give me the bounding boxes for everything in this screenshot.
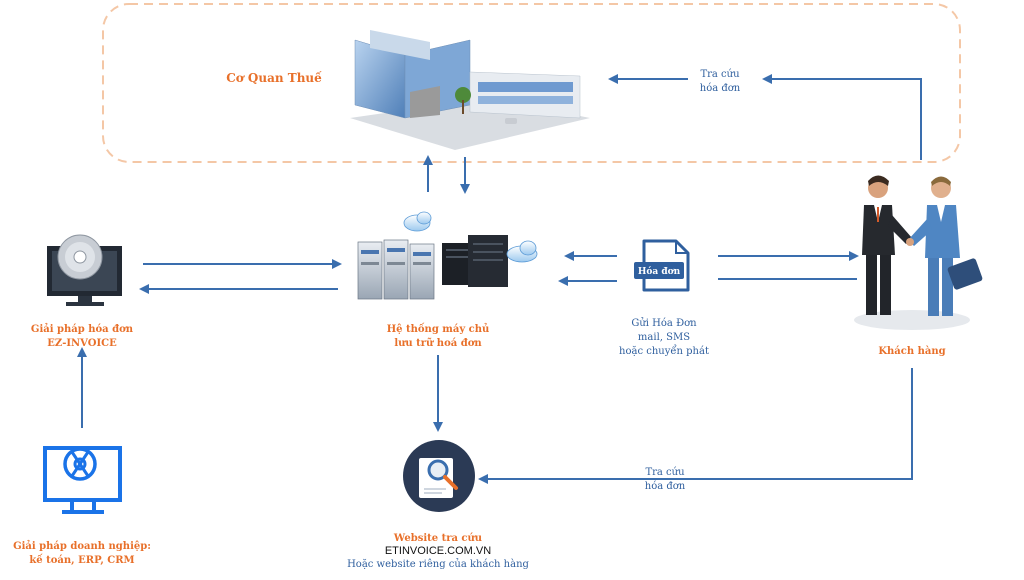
send-invoice-line2: mail, SMS (637, 332, 691, 343)
lookup-bottom-line2: hóa đơn (644, 481, 686, 492)
invoice-document-icon (634, 239, 690, 292)
enterprise-label-line2: kế toán, ERP, CRM (29, 555, 135, 566)
ez-invoice-label: Giải pháp hóa đơn EZ-INVOICE (22, 323, 142, 351)
website-search-icon (403, 440, 475, 512)
tax-office-label: Cơ Quan Thuế (226, 70, 322, 85)
tax-office-building-icon (350, 30, 590, 150)
enterprise-label: Giải pháp doanh nghiệp: kế toán, ERP, CR… (12, 540, 152, 568)
customer-handshake-icon (854, 175, 983, 330)
lookup-bottom-label: Tra cứu hóa đơn (630, 466, 700, 494)
cloud-icon (506, 240, 538, 263)
website-label-line1: Website tra cứu (393, 533, 483, 544)
customer-label: Khách hàng (878, 346, 946, 357)
server-system-label-line1: Hệ thống máy chủ (386, 324, 490, 335)
send-invoice-label: Gửi Hóa Đơn mail, SMS hoặc chuyển phát (604, 317, 724, 359)
send-invoice-line3: hoặc chuyển phát (619, 346, 709, 357)
ez-invoice-label-line1: Giải pháp hóa đơn (30, 324, 134, 335)
lookup-top-line1: Tra cứu (700, 69, 740, 80)
arrow-customer-to-lookup-top (762, 74, 922, 160)
tax-office-region (102, 3, 961, 163)
server-system-label: Hệ thống máy chủ lưu trữ hoá đơn (378, 323, 498, 351)
ez-invoice-monitor-icon (47, 234, 122, 306)
lookup-top-line2: hóa đơn (700, 83, 741, 94)
server-system-label-line2: lưu trữ hoá đơn (394, 338, 482, 349)
ez-invoice-label-line2: EZ-INVOICE (47, 338, 117, 349)
website-label: Website tra cứu ETINVOICE.COM.VN Hoặc we… (338, 532, 538, 571)
cloud-icon (403, 211, 432, 232)
lookup-bottom-line1: Tra cứu (645, 467, 685, 478)
server-cluster-icon (357, 235, 508, 300)
send-invoice-line1: Gửi Hóa Đơn (631, 318, 697, 329)
enterprise-monitor-icon (43, 446, 122, 514)
arrow-customer-to-website (478, 368, 913, 484)
invoice-document-label: Hóa đơn (638, 266, 681, 277)
enterprise-label-line1: Giải pháp doanh nghiệp: (13, 541, 151, 552)
website-label-line3: Hoặc website riêng của khách hàng (347, 559, 529, 570)
website-url[interactable]: ETINVOICE.COM.VN (384, 545, 492, 557)
